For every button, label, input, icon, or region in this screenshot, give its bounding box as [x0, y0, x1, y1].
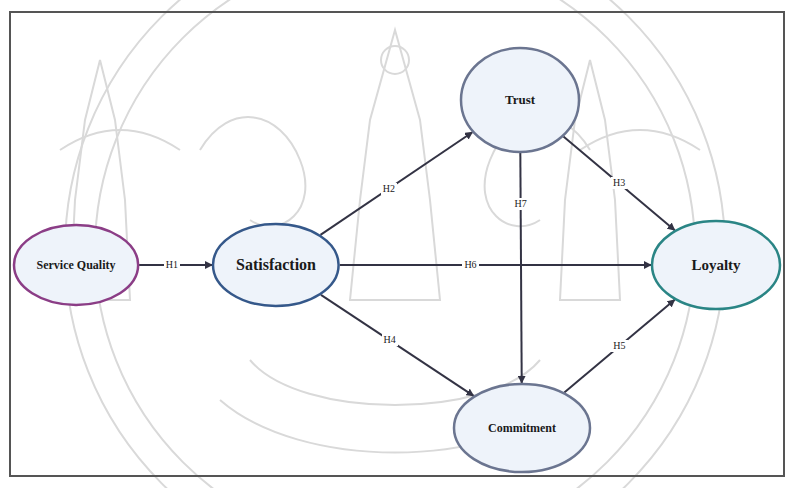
hypothesis-arrow [321, 295, 474, 396]
construct-ellipse: Commitment [452, 382, 592, 474]
construct-name: Satisfaction [236, 256, 316, 274]
hypothesis-label: H3 [611, 177, 627, 189]
construct-name: Loyalty [691, 257, 740, 274]
construct-ellipse: Loyalty [650, 219, 782, 311]
watermark-ring [65, 0, 725, 488]
hypothesis-arrow [563, 137, 674, 231]
construct-name: Commitment [488, 421, 556, 436]
watermark-sun [381, 46, 409, 74]
construct-ellipse: Service Quality [12, 223, 140, 307]
hypothesis-arrow [320, 132, 472, 235]
hypothesis-label: H5 [611, 340, 627, 352]
ellipse-shape [213, 224, 339, 306]
picture-frame [10, 12, 784, 476]
hypothesis-label: H2 [381, 183, 397, 195]
construct-name: Trust [505, 92, 535, 108]
ellipse-shape [454, 384, 590, 472]
ellipse-shape [461, 48, 579, 152]
hypothesis-arrow [340, 264, 651, 266]
ellipse-shape [14, 225, 138, 305]
ellipse-shape [652, 221, 780, 309]
watermark-seal [60, 0, 725, 488]
hypothesis-label: H1 [164, 259, 180, 271]
watermark-ornament [200, 117, 305, 226]
construct-ellipse: Trust [459, 46, 581, 154]
watermark-ring [95, 0, 695, 488]
hypothesis-label: H6 [462, 259, 478, 271]
hypothesis-label: H4 [382, 334, 398, 346]
hypothesis-arrow [564, 300, 674, 393]
watermark-ornament [60, 130, 700, 150]
hypothesis-label: H7 [513, 198, 529, 210]
watermark-spire [350, 30, 440, 300]
hypothesis-arrow [520, 153, 521, 383]
construct-name: Service Quality [36, 258, 115, 273]
construct-ellipse: Satisfaction [211, 222, 341, 308]
